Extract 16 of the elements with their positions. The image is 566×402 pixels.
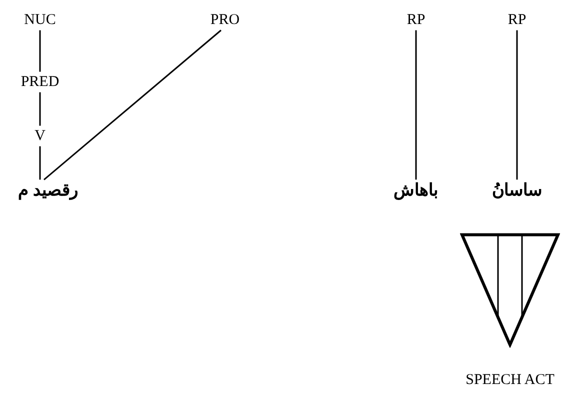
node-label: PRO (209, 12, 241, 28)
node-label: RP (506, 12, 528, 28)
connector-line (39, 92, 41, 126)
connector-line (415, 30, 417, 180)
node-label: NUC (23, 12, 57, 28)
connector-line (39, 146, 41, 180)
connector-line (516, 30, 518, 180)
triangle-label: SPEECH ACT (464, 372, 556, 388)
node-label: V (34, 128, 46, 144)
node-label: PRED (20, 74, 60, 90)
connector-line (39, 30, 41, 72)
node-label: ساسانُ (491, 182, 543, 200)
connector-line (44, 30, 222, 180)
node-label: باهاش (392, 182, 440, 200)
node-label: RP (406, 12, 426, 28)
node-label: رقصيد م (16, 182, 80, 200)
